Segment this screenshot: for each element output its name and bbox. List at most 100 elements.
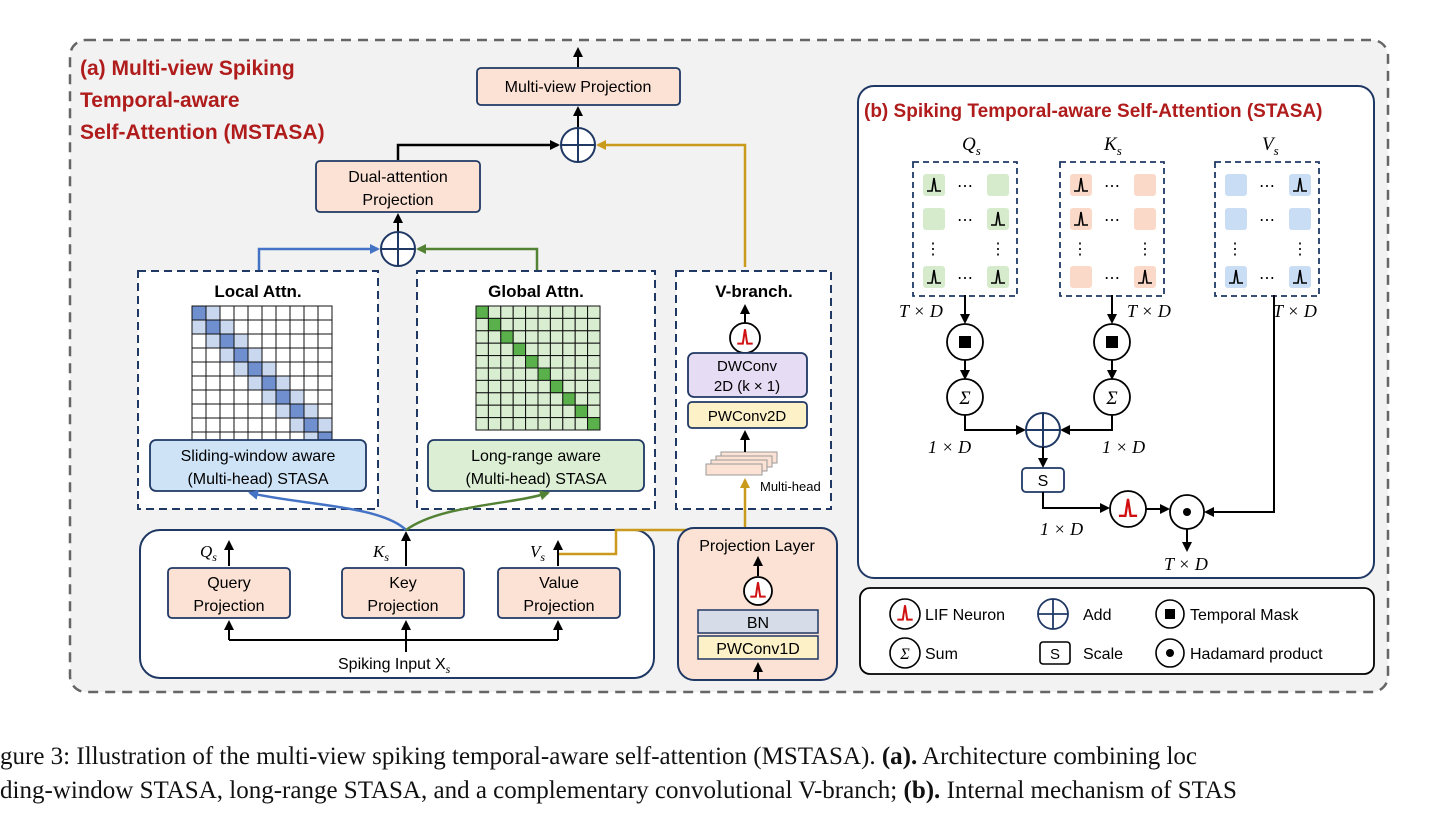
- legend-scale-label: Scale: [1083, 646, 1123, 663]
- grid-cell: [525, 317, 539, 332]
- local-to-add-arrow: [257, 244, 380, 271]
- grid-cell: [261, 389, 277, 405]
- hdots: ⋯: [957, 178, 973, 195]
- grid-cell: [500, 367, 514, 381]
- dual-attention-label-line2: Projection: [362, 192, 433, 209]
- grid-cell: [525, 404, 539, 419]
- legend-temporal-mask-icon: [1155, 599, 1185, 629]
- grid-cell: [289, 347, 305, 363]
- hdots: ⋯: [1259, 212, 1275, 229]
- grid-cell: [247, 333, 263, 349]
- grid-cell: [317, 347, 333, 363]
- hdots: ⋯: [1259, 178, 1275, 195]
- dual-attention-projection-box: [315, 160, 481, 213]
- q-sum-icon: Σ: [946, 378, 984, 416]
- legend-sum-icon: Σ: [889, 637, 921, 669]
- grid-cell: [562, 392, 576, 406]
- legend-temporal-mask-label: Temporal Mask: [1190, 607, 1299, 624]
- grid-cell: [275, 319, 291, 335]
- grid-cell: [562, 417, 576, 431]
- grid-cell: [275, 333, 291, 349]
- caption-line-2: ding-window STASA, long-range STASA, and…: [0, 777, 1237, 804]
- panel-a-title-line2: Temporal-aware: [80, 89, 240, 112]
- grid-cell: [247, 403, 263, 419]
- v-to-hadamard-arrow: [1204, 295, 1275, 517]
- dwconv-line1: DWConv: [717, 358, 778, 375]
- grid-cell: [549, 404, 564, 419]
- matrix-cell: [987, 208, 1009, 230]
- grid-cell: [219, 417, 235, 433]
- grid-cell: [487, 367, 502, 381]
- key-projection-line1: Key: [389, 575, 417, 592]
- grid-cell: [549, 417, 564, 431]
- grid-cell: [233, 403, 249, 419]
- grid-cell: [303, 389, 319, 405]
- grid-cell: [303, 375, 319, 391]
- grid-cell: [261, 319, 277, 335]
- grid-cell: [205, 389, 221, 405]
- grid-cell: [587, 392, 601, 406]
- v-proj-label: Vs: [530, 542, 545, 564]
- pwconv2d-box: [687, 401, 808, 429]
- multiview-projection-label: Multi-view Projection: [505, 79, 652, 96]
- grid-cell: [303, 305, 319, 321]
- legend-box: [859, 587, 1375, 675]
- grid-cell: [289, 305, 305, 321]
- k-1d-label: 1 × D: [1102, 437, 1145, 457]
- grid-cell: [289, 319, 305, 335]
- q-1d-label: 1 × D: [928, 437, 971, 457]
- grid-cell: [261, 305, 277, 321]
- grid-cell: [219, 403, 235, 419]
- grid-cell: [205, 305, 221, 321]
- grid-cell: [525, 355, 539, 369]
- grid-cell: [475, 392, 489, 406]
- grid-cell: [487, 417, 502, 431]
- grid-cell: [261, 333, 277, 349]
- v-to-vbranch-arrow: [558, 478, 750, 556]
- grid-cell: [549, 379, 564, 394]
- vdots: ⋮: [1292, 241, 1308, 258]
- multihead-label: Multi-head: [760, 479, 821, 494]
- grid-cell: [205, 347, 221, 363]
- dual-to-add-arrow: [396, 140, 560, 160]
- grid-cell: [219, 389, 235, 405]
- grid-cell: [247, 347, 263, 363]
- grid-cell: [549, 342, 564, 357]
- grid-cell: [191, 347, 207, 363]
- grid-cell: [317, 375, 333, 391]
- grid-cell: [261, 417, 277, 433]
- grid-cell: [303, 333, 319, 349]
- grid-cell: [512, 392, 527, 406]
- svg-text:Σ: Σ: [899, 646, 910, 663]
- grid-cell: [205, 375, 221, 391]
- grid-cell: [475, 417, 489, 431]
- dual-attention-label-line1: Dual-attention: [348, 169, 448, 186]
- vs-spike-matrix: ⋯⋯⋯⋮⋮: [1214, 161, 1320, 297]
- grid-cell: [247, 375, 263, 391]
- grid-cell: [261, 361, 277, 377]
- hdots: ⋯: [1259, 270, 1275, 287]
- grid-cell: [205, 403, 221, 419]
- matrix-cell: [987, 174, 1009, 196]
- legend-hadamard-icon: [1155, 638, 1185, 668]
- grid-cell: [289, 389, 305, 405]
- grid-cell: [475, 379, 489, 394]
- grid-cell: [525, 417, 539, 431]
- figure-caption: gure 3: Illustration of the multi-view s…: [0, 740, 1456, 808]
- global-stasa-box: [427, 439, 645, 492]
- grid-cell: [317, 305, 333, 321]
- grid-cell: [500, 379, 514, 394]
- matrix-cell: [1225, 208, 1247, 230]
- out-dim-label: T × D: [1164, 554, 1208, 574]
- query-projection-line1: Query: [207, 575, 251, 592]
- grid-cell: [587, 379, 601, 394]
- grid-cell: [303, 403, 319, 419]
- add-circle-mid: [380, 231, 416, 267]
- grid-cell: [500, 404, 514, 419]
- svg-text:Σ: Σ: [958, 388, 970, 409]
- grid-cell: [475, 317, 489, 332]
- grid-cell: [317, 319, 333, 335]
- grid-cell: [233, 347, 249, 363]
- grid-cell: [487, 404, 502, 419]
